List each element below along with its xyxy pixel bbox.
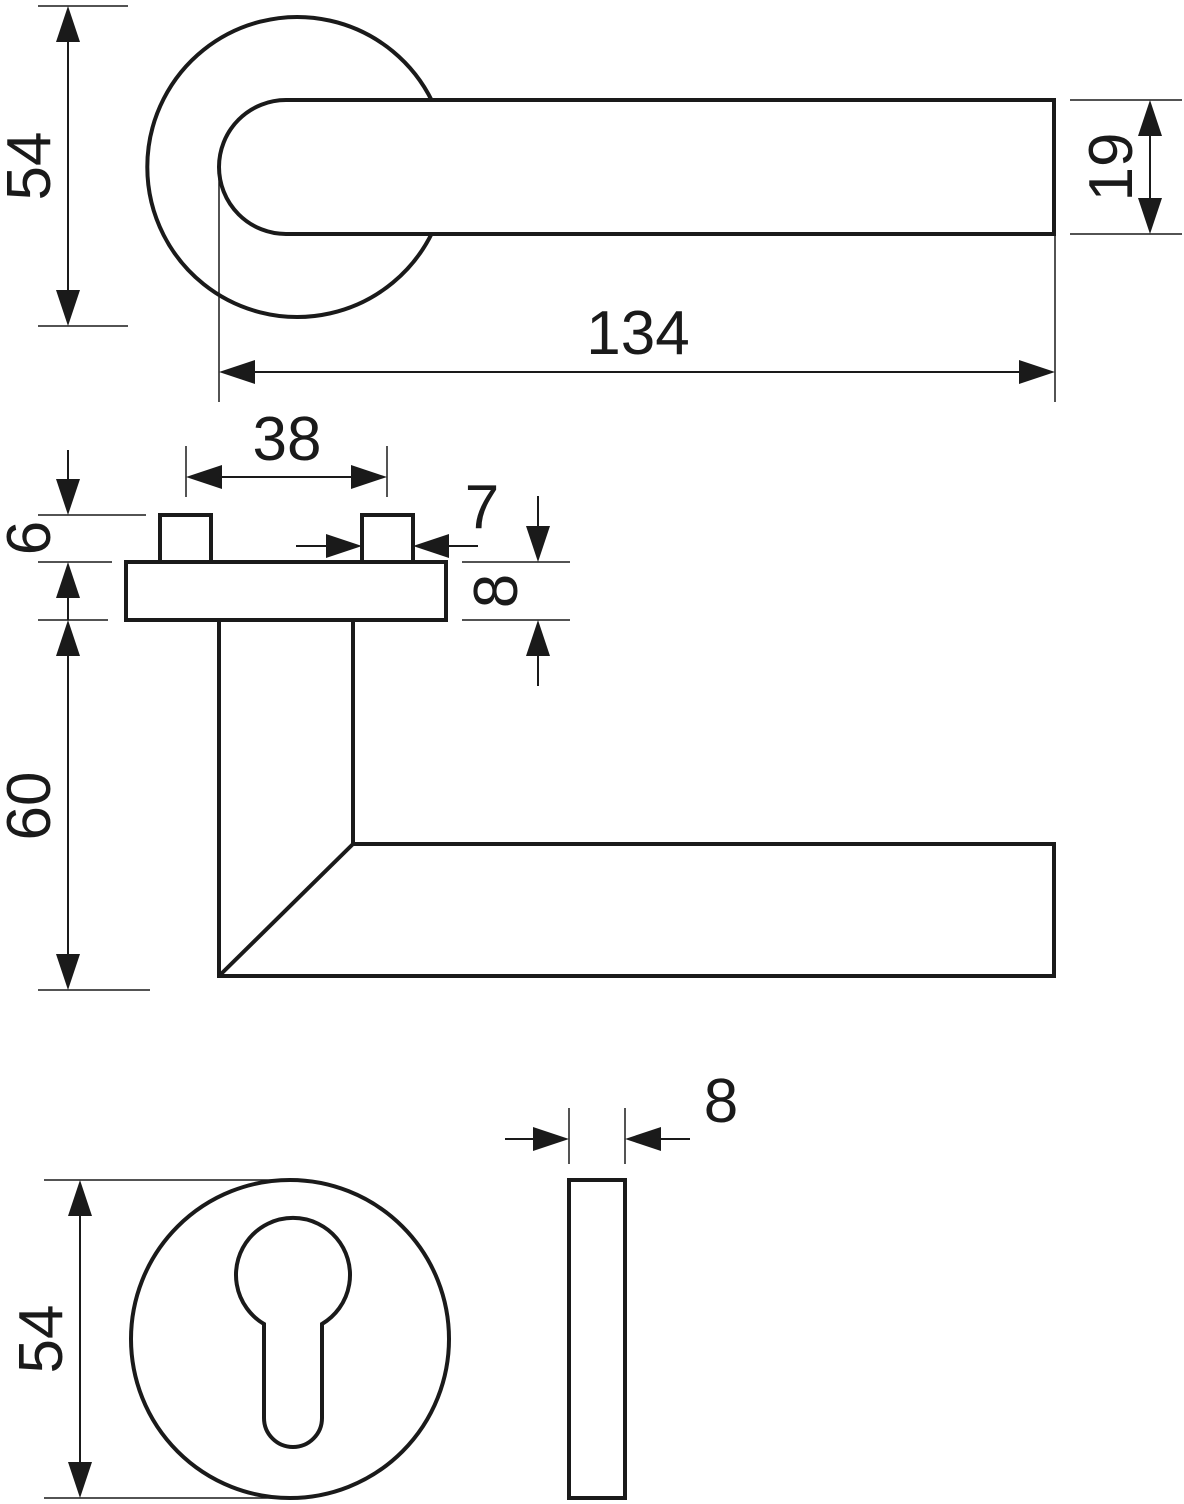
dim-lever-length: 134 bbox=[218, 160, 1056, 402]
dim-label-escutcheon-diameter: 54 bbox=[7, 1305, 76, 1374]
escutcheon-side-view bbox=[567, 1178, 627, 1500]
pin-right bbox=[360, 513, 415, 564]
lever-top-view bbox=[145, 15, 1056, 319]
dim-label-lever-length: 134 bbox=[586, 299, 689, 368]
lever-outline bbox=[217, 98, 1056, 236]
lever-body bbox=[217, 620, 1056, 978]
escutcheon-outline bbox=[129, 1178, 451, 1500]
dim-label-top-rose-diameter: 54 bbox=[0, 132, 64, 201]
dim-lever-height: 19 bbox=[1070, 99, 1182, 235]
pin-left bbox=[158, 513, 213, 564]
dim-label-rose-thickness: 8 bbox=[462, 574, 531, 608]
escutcheon-front-view bbox=[129, 1178, 451, 1500]
dim-escutcheon-diameter: 54 bbox=[7, 1179, 290, 1499]
dim-label-escutcheon-thickness: 8 bbox=[704, 1067, 738, 1136]
lever-miter bbox=[217, 842, 355, 978]
dim-pin-height: 6 bbox=[0, 450, 146, 620]
dim-pin-spacing: 38 bbox=[185, 405, 388, 497]
dim-label-lever-projection: 60 bbox=[0, 772, 64, 841]
dim-label-pin-width: 7 bbox=[465, 473, 499, 542]
dim-lever-projection: 60 bbox=[0, 619, 150, 991]
dim-escutcheon-thickness: 8 bbox=[505, 1067, 738, 1164]
dim-rose-thickness: 8 bbox=[462, 496, 570, 686]
rose-plate bbox=[124, 560, 448, 622]
dim-label-pin-height: 6 bbox=[0, 521, 64, 555]
lever-side-view bbox=[124, 513, 1056, 978]
rose-outline bbox=[145, 15, 434, 319]
keyhole-cutout bbox=[234, 1215, 352, 1449]
dim-label-lever-height: 19 bbox=[1077, 133, 1146, 202]
escutcheon-plate bbox=[567, 1178, 627, 1500]
dim-top-rose-diameter: 54 bbox=[0, 5, 128, 327]
dim-pin-width: 7 bbox=[296, 473, 499, 558]
dim-label-pin-spacing: 38 bbox=[253, 405, 322, 474]
